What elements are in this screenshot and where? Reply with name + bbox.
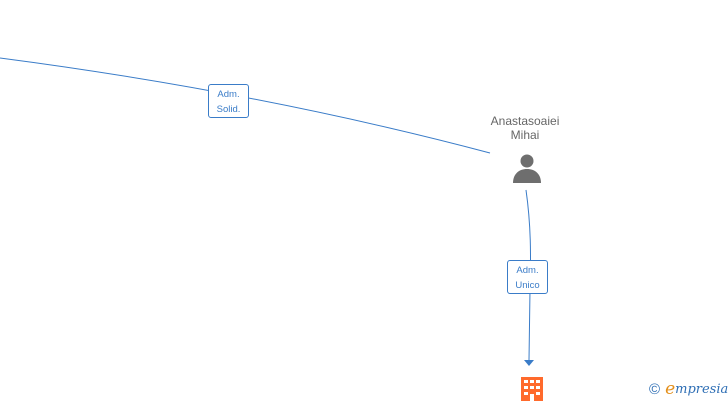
edge-label-adm-solid[interactable]: Adm. Solid.: [208, 84, 249, 118]
building-icon[interactable]: [520, 377, 544, 401]
person-icon[interactable]: [511, 152, 543, 184]
copyright-icon: ©: [649, 380, 661, 398]
person-name[interactable]: Anastasoaiei Mihai: [470, 114, 580, 142]
edge-label-adm-unico[interactable]: Adm. Unico: [507, 260, 548, 294]
edge-label-line1: Adm.: [217, 89, 240, 100]
person-name-line1: Anastasoaiei: [490, 114, 560, 128]
brand-name: mpresia: [675, 381, 728, 397]
brand-initial: e: [665, 379, 676, 399]
edge-label-line2: Solid.: [216, 104, 241, 115]
edge-label-line1: Adm.: [516, 265, 539, 276]
edge-label-line2: Unico: [515, 280, 540, 291]
empresia-watermark: © e mpresia: [649, 378, 728, 400]
arrowhead-down-icon: [524, 360, 534, 366]
person-name-line2: Mihai: [510, 128, 540, 142]
edge-adm-solid-line: [0, 57, 491, 154]
